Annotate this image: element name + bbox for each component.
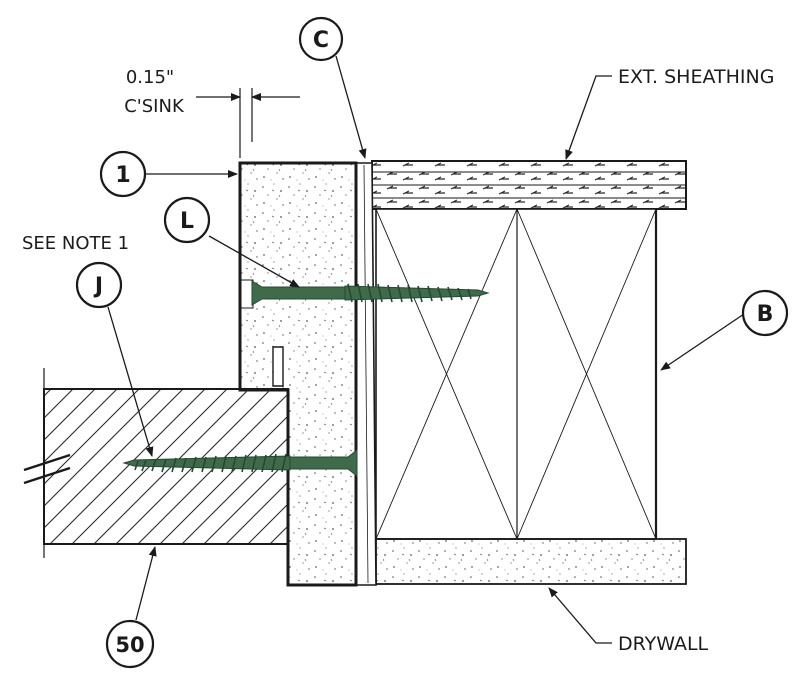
countersink-value-label: 0.15": [126, 67, 174, 88]
callout-l-text: L: [180, 209, 194, 234]
callout-1-text: 1: [115, 163, 130, 188]
countersink-text-label: C'SINK: [124, 96, 185, 117]
leader-ext-sheathing: [565, 75, 612, 160]
screw-l: [251, 280, 490, 306]
screw-j: [122, 448, 358, 478]
callout-50: 50: [105, 619, 155, 669]
flashing-strip: [355, 162, 377, 586]
leader-lines: [107, 55, 745, 644]
callout-50-text: 50: [115, 633, 144, 657]
callout-l: L: [163, 196, 211, 244]
leader-j: [107, 306, 154, 457]
break-line-icon: [23, 453, 71, 485]
wall-stud-cavity: [375, 208, 658, 540]
callout-c: C: [298, 16, 344, 62]
leader-c: [335, 55, 367, 159]
leader-50: [135, 546, 157, 621]
ext-sheathing-label: EXT. SHEATHING: [618, 66, 774, 88]
see-note-label: SEE NOTE 1: [22, 233, 129, 254]
callout-b-text: B: [757, 302, 774, 327]
leader-drywall: [548, 587, 612, 644]
exterior-sheathing: [371, 160, 687, 210]
callout-1: 1: [99, 150, 147, 198]
callout-b: B: [741, 289, 789, 337]
callout-c-text: C: [313, 28, 329, 53]
callout-j: J: [75, 261, 123, 309]
leader-b: [660, 313, 745, 371]
countersink-dimension: 0.15" C'SINK: [124, 67, 300, 158]
drywall-label: DRYWALL: [618, 633, 709, 655]
leader-l: [208, 235, 300, 288]
callout-j-text: J: [93, 274, 103, 299]
drywall-panel: [375, 538, 687, 585]
